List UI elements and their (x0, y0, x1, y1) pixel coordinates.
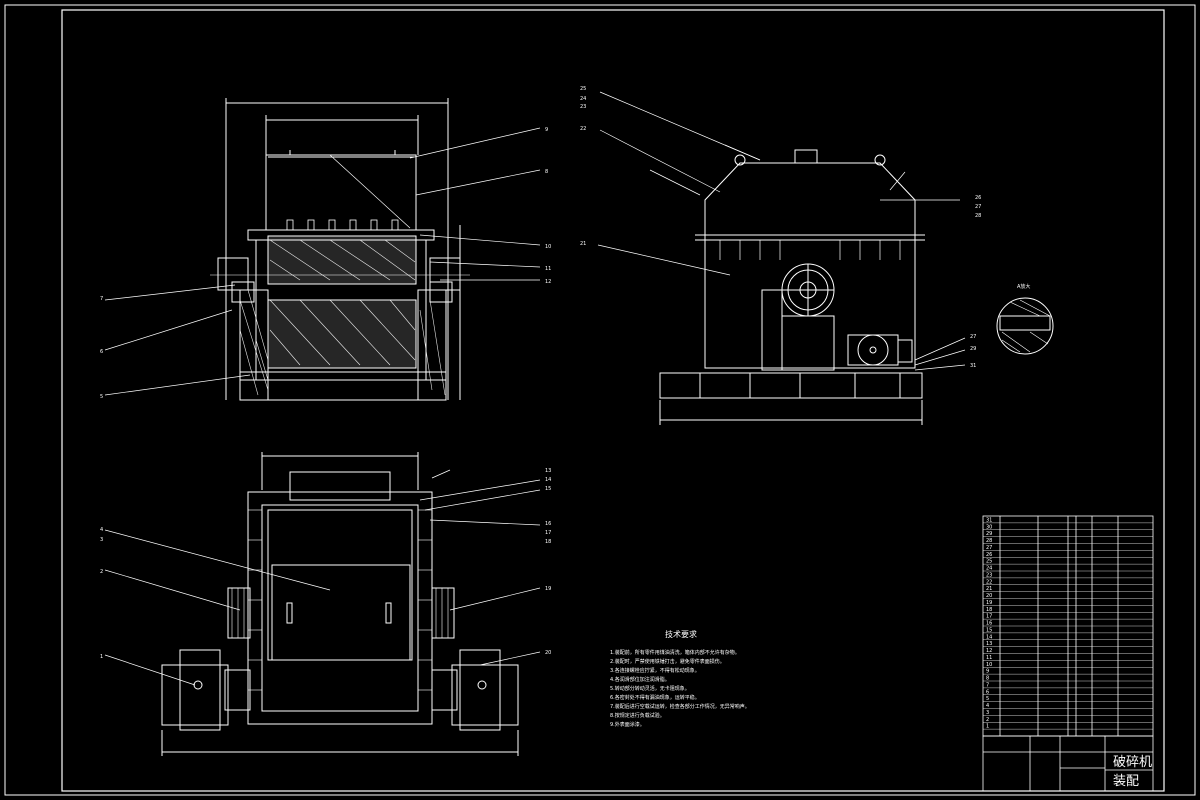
balloon-14: 14 (545, 477, 551, 483)
bom-row-number: 30 (986, 524, 992, 530)
bom-row-number: 18 (986, 607, 992, 613)
bom-row-number: 8 (986, 676, 989, 682)
bom-row-number: 14 (986, 634, 992, 640)
bom-row-number: 23 (986, 572, 992, 578)
balloon-5: 5 (100, 394, 103, 400)
tech-req-line: 2.装配时，严禁使用铁锤打击，避免零件表面损伤。 (610, 658, 725, 665)
side-view-balloons: 25 24 23 22 21 26 27 28 27 29 31 (580, 86, 981, 369)
balloon-25: 25 (580, 86, 586, 92)
tech-req-line: 9.外表面涂漆。 (610, 721, 645, 728)
bom-row-number: 31 (986, 517, 992, 523)
bom-row-number: 13 (986, 641, 992, 647)
bom-row-number: 29 (986, 531, 992, 537)
side-view (597, 91, 966, 425)
balloon-11: 11 (545, 266, 551, 272)
bom-row-number: 12 (986, 648, 992, 654)
balloon-12: 12 (545, 279, 551, 285)
bom-row-number: 24 (986, 566, 992, 572)
balloon-13: 13 (545, 468, 551, 474)
tech-req-line: 7.装配后进行空载试运转，检查各部分工作情况，无异常响声。 (610, 703, 750, 710)
bom-row-number: 4 (986, 703, 989, 709)
balloon-27: 27 (975, 204, 981, 210)
bom-row-number: 21 (986, 586, 992, 592)
balloon-23: 23 (580, 104, 586, 110)
balloon-7: 7 (100, 296, 103, 302)
bom-row-number: 25 (986, 559, 992, 565)
balloon-31: 31 (970, 363, 976, 369)
front-section-view (104, 98, 541, 401)
balloon-9: 9 (545, 127, 548, 133)
bom-row-number: 27 (986, 545, 992, 551)
balloon-22: 22 (580, 126, 586, 132)
balloon-3: 3 (100, 537, 103, 543)
technical-requirements: 技术要求 1.装配前，所有零件用煤油清洗，箱体内部不允许有杂物。 2.装配时，严… (610, 629, 750, 728)
balloon-6: 6 (100, 349, 103, 355)
tech-req-line: 8.按规定进行负载试验。 (610, 712, 665, 719)
bom-row-number: 10 (986, 662, 992, 668)
tech-req-heading: 技术要求 (665, 629, 697, 639)
balloon-15: 15 (545, 486, 551, 492)
tech-req-line: 5.转动部分转动灵活，无卡阻现象。 (610, 685, 690, 692)
balloon-28: 28 (975, 213, 981, 219)
bom-row-number: 16 (986, 621, 992, 627)
balloon-10: 10 (545, 244, 551, 250)
balloon-26: 26 (975, 195, 981, 201)
tech-req-line: 1.装配前，所有零件用煤油清洗，箱体内部不允许有杂物。 (610, 649, 740, 656)
bom-row-number: 28 (986, 538, 992, 544)
plan-view (104, 452, 541, 756)
detail-a-view (996, 297, 1054, 355)
bom-row-number: 26 (986, 552, 992, 558)
bom-row-number: 22 (986, 579, 992, 585)
tech-req-line: 4.各润滑部位加注润滑脂。 (610, 676, 670, 683)
detail-a-label: A放大 (1017, 283, 1030, 290)
bom-row-number: 19 (986, 600, 992, 606)
drawing-subtitle: 装配 (1113, 774, 1139, 789)
bom-row-number: 15 (986, 627, 992, 633)
bom-row-number: 11 (986, 655, 992, 661)
tech-req-line: 6.各密封处不得有漏油现象，运转平稳。 (610, 694, 700, 701)
bom-row-number: 6 (986, 689, 989, 695)
bom-row-number: 7 (986, 682, 989, 688)
bom-row-number: 17 (986, 614, 992, 620)
bom-row-number: 20 (986, 593, 992, 599)
balloon-20: 20 (545, 650, 551, 656)
balloon-8: 8 (545, 169, 548, 175)
bom-row-number: 1 (986, 724, 989, 730)
inner-border (61, 9, 1165, 792)
balloon-19: 19 (545, 586, 551, 592)
balloon-4: 4 (100, 527, 103, 533)
balloon-24: 24 (580, 96, 586, 102)
bom-row-number: 3 (986, 710, 989, 716)
balloon-1: 1 (100, 654, 103, 660)
balloon-17: 17 (545, 530, 551, 536)
balloon-16: 16 (545, 521, 551, 527)
drawing-title: 破碎机 (1113, 755, 1152, 770)
bom-row-number: 9 (986, 669, 989, 675)
tech-req-line: 3.各连接螺栓应拧紧，不得有松动现象。 (610, 667, 700, 674)
front-view-balloons: 9 8 10 11 12 7 6 5 (100, 127, 551, 400)
balloon-29: 29 (970, 346, 976, 352)
balloon-27b: 27 (970, 334, 976, 340)
bom-row-number: 2 (986, 717, 989, 723)
outer-border (4, 4, 1196, 796)
title-block (982, 515, 1154, 792)
balloon-2: 2 (100, 569, 103, 575)
balloon-21: 21 (580, 241, 586, 247)
title-block-row-numbers: 3130292827262524232221201918171615141312… (986, 517, 992, 729)
plan-view-balloons: 13 14 15 16 17 18 19 20 4 3 2 1 (100, 468, 551, 660)
bom-row-number: 5 (986, 696, 989, 702)
balloon-18: 18 (545, 539, 551, 545)
